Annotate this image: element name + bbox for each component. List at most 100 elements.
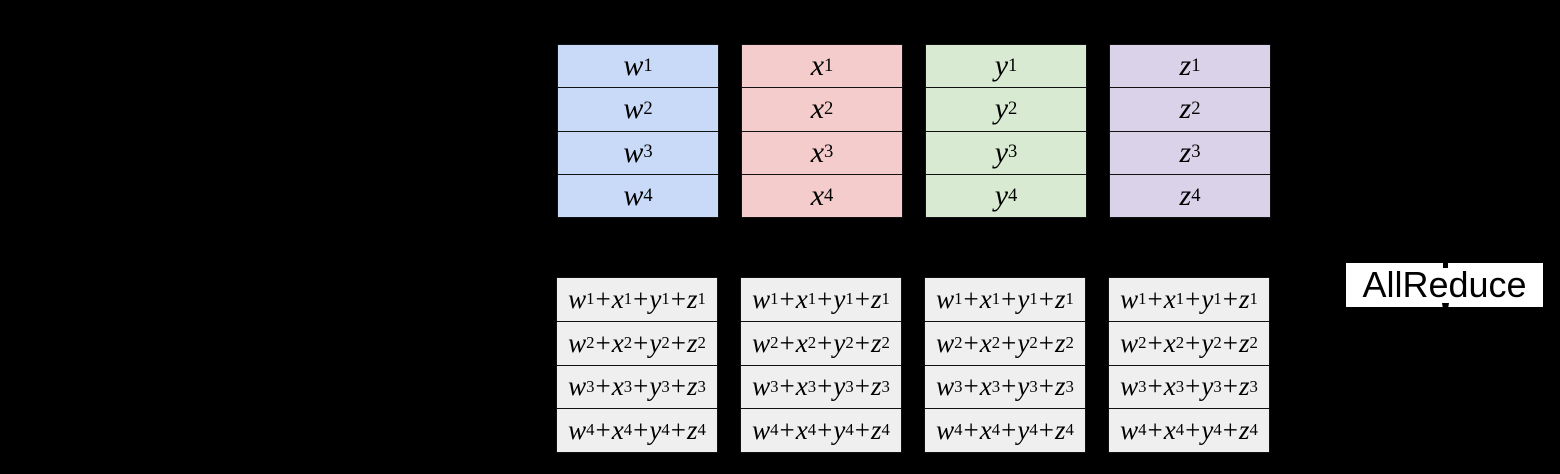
subscript: 3 xyxy=(770,376,779,396)
subscript: 1 xyxy=(1065,289,1074,308)
variable: x xyxy=(1163,283,1176,314)
variable: x xyxy=(611,327,624,358)
variable: z xyxy=(870,371,882,402)
plus-operator: + xyxy=(1001,371,1017,402)
subscript: 3 xyxy=(1249,376,1258,396)
subscript: 3 xyxy=(824,141,834,163)
subscript: 1 xyxy=(643,54,653,76)
subscript: 4 xyxy=(845,420,854,440)
subscript: 4 xyxy=(807,420,817,440)
variable: z xyxy=(870,415,882,446)
plus-operator: + xyxy=(779,371,795,402)
subscript: 1 xyxy=(1008,54,1018,76)
variable: z xyxy=(1238,371,1250,402)
subscript: 4 xyxy=(1249,420,1258,440)
variable: z xyxy=(1238,327,1250,358)
plus-operator: + xyxy=(779,415,795,446)
subscript: 4 xyxy=(697,420,706,440)
subscript: 3 xyxy=(1029,376,1038,396)
variable: w xyxy=(752,327,771,358)
variable: z xyxy=(686,283,698,314)
variable: z xyxy=(1054,283,1066,314)
variable: y xyxy=(994,92,1009,126)
subscript: 4 xyxy=(661,420,670,440)
plus-operator: + xyxy=(670,327,686,358)
plus-operator: + xyxy=(1001,283,1017,314)
subscript: 1 xyxy=(770,289,779,308)
plus-operator: + xyxy=(595,283,611,314)
subscript: 3 xyxy=(661,376,670,396)
subscript: 1 xyxy=(1138,289,1147,308)
plus-operator: + xyxy=(595,371,611,402)
subscript: 2 xyxy=(1029,332,1038,352)
plus-operator: + xyxy=(595,327,611,358)
subscript: 2 xyxy=(1175,332,1185,352)
subscript: 2 xyxy=(1213,332,1222,352)
plus-operator: + xyxy=(1147,371,1163,402)
variable: x xyxy=(795,283,808,314)
variable: x xyxy=(810,92,825,126)
plus-operator: + xyxy=(779,327,795,358)
subscript: 4 xyxy=(1029,420,1038,440)
variable: w xyxy=(1120,415,1139,446)
variable: y xyxy=(649,327,662,358)
variable: z xyxy=(1054,371,1066,402)
variable: z xyxy=(1238,415,1250,446)
subscript: 1 xyxy=(1029,289,1038,308)
subscript: 2 xyxy=(954,332,963,352)
variable: y xyxy=(1017,283,1030,314)
subscript: 3 xyxy=(991,376,1001,396)
subscript: 2 xyxy=(1008,98,1018,120)
plus-operator: + xyxy=(1038,371,1054,402)
plus-operator: + xyxy=(1038,415,1054,446)
subscript: 3 xyxy=(1213,376,1222,396)
subscript: 4 xyxy=(954,420,963,440)
plus-operator: + xyxy=(1038,283,1054,314)
subscript: 2 xyxy=(991,332,1001,352)
variable: x xyxy=(810,49,825,83)
subscript: 2 xyxy=(1191,98,1201,120)
variable: y xyxy=(1201,415,1214,446)
variable: x xyxy=(979,415,992,446)
subscript: 2 xyxy=(881,332,890,352)
subscript: 4 xyxy=(1191,184,1201,206)
subscript: 1 xyxy=(661,289,670,308)
subscript: 3 xyxy=(1138,376,1147,396)
plus-operator: + xyxy=(633,283,649,314)
variable: w xyxy=(752,371,771,402)
variable: w xyxy=(1120,371,1139,402)
variable: x xyxy=(611,283,624,314)
plus-operator: + xyxy=(1222,415,1238,446)
subscript: 4 xyxy=(643,184,653,206)
variable: w xyxy=(1120,327,1139,358)
variable: y xyxy=(649,371,662,402)
variable: z xyxy=(1238,283,1250,314)
subscript: 1 xyxy=(1213,289,1222,308)
variable: z xyxy=(686,327,698,358)
plus-operator: + xyxy=(963,283,979,314)
variable: y xyxy=(994,49,1009,83)
variable: w xyxy=(623,178,644,212)
plus-operator: + xyxy=(670,415,686,446)
variable: x xyxy=(795,327,808,358)
subscript: 2 xyxy=(824,98,834,120)
subscript: 3 xyxy=(845,376,854,396)
variable: z xyxy=(1054,415,1066,446)
